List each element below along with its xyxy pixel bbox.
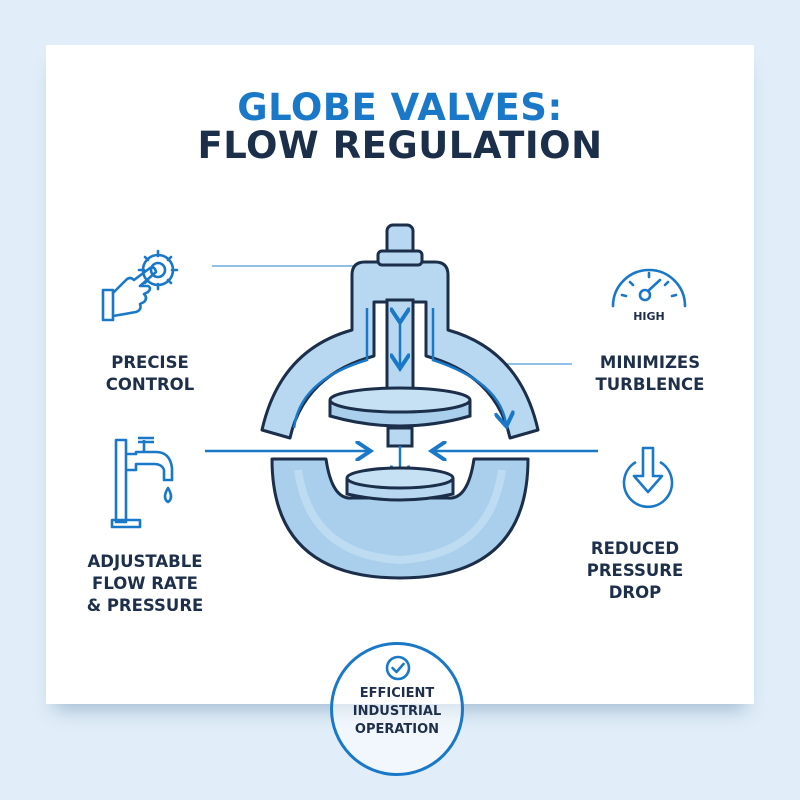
feature-reduced-pressure-drop: REDUCED PRESSURE DROP	[586, 539, 684, 602]
check-circle-icon	[385, 655, 411, 681]
title-line-1: GLOBE VALVES:	[237, 86, 563, 129]
gauge-icon	[611, 268, 687, 308]
arrow-down-circle-icon	[622, 446, 674, 508]
feature-precise-control: PRECISE CONTROL	[105, 353, 195, 394]
title-line-2: FLOW REGULATION	[197, 124, 603, 167]
gauge-label: HIGH	[633, 310, 665, 323]
hand-gear-icon	[101, 249, 179, 322]
feature-minimizes-turbulence: MINIMIZES TURBLENCE	[595, 353, 705, 394]
feature-adjustable-flow: ADJUSTABLE FLOW RATE & PRESSURE	[86, 552, 204, 615]
efficient-operation-badge: EFFICIENT INDUSTRIAL OPERATION	[330, 642, 464, 776]
faucet-icon	[110, 436, 174, 529]
badge-text: EFFICIENT INDUSTRIAL OPERATION	[352, 686, 442, 737]
